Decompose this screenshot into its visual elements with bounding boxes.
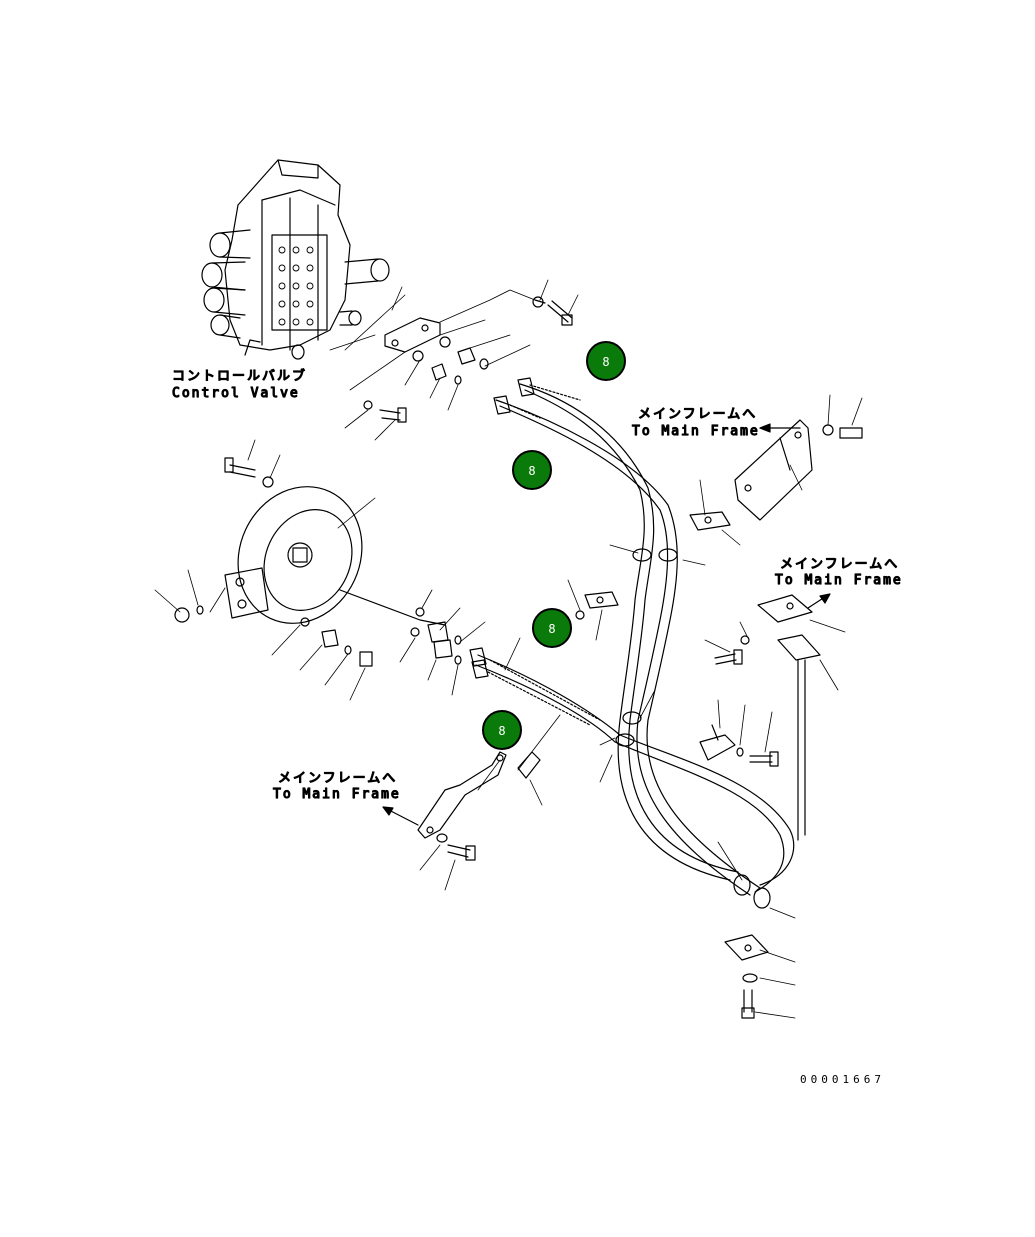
callout-2[interactable]: 8 [512, 450, 552, 490]
hose-assembly [469, 377, 795, 896]
callout-4-number: 8 [498, 724, 505, 738]
main-frame-label-1-en: To Main Frame [632, 424, 760, 439]
leader-lines-lower [154, 394, 863, 1019]
pump-flange [174, 457, 462, 667]
bracket-lower-left [417, 751, 541, 861]
main-frame-label-3-en: To Main Frame [273, 787, 401, 802]
arrow-to-main-frame-3 [382, 806, 419, 826]
bracket-upper-right [734, 419, 863, 521]
callout-1[interactable]: 8 [586, 341, 626, 381]
valve-fittings [363, 296, 573, 423]
main-frame-label-2-jp: メインフレームへ [780, 557, 899, 572]
main-frame-label-3-jp: メインフレームへ [278, 771, 397, 786]
leader-lines-top [329, 279, 579, 441]
callout-3-number: 8 [548, 622, 555, 636]
arrow-to-main-frame-1 [759, 423, 801, 433]
main-frame-label-1-jp: メインフレームへ [638, 407, 757, 422]
callout-4[interactable]: 8 [482, 710, 522, 750]
main-frame-label-2-en: To Main Frame [775, 573, 903, 588]
callout-3[interactable]: 8 [532, 608, 572, 648]
control-valve-label-jp: コントロールバルブ [172, 368, 307, 384]
arrow-to-main-frame-2 [807, 593, 831, 609]
control-valve-label-en: Control Valve [172, 386, 300, 401]
callout-2-number: 8 [528, 464, 535, 478]
bracket-right-middle [699, 594, 821, 841]
drawing-number: 00001667 [800, 1073, 885, 1086]
hose-clamps [575, 511, 771, 909]
callout-1-number: 8 [602, 355, 609, 369]
bracket-bottom [724, 934, 769, 1019]
control-valve [201, 159, 390, 360]
